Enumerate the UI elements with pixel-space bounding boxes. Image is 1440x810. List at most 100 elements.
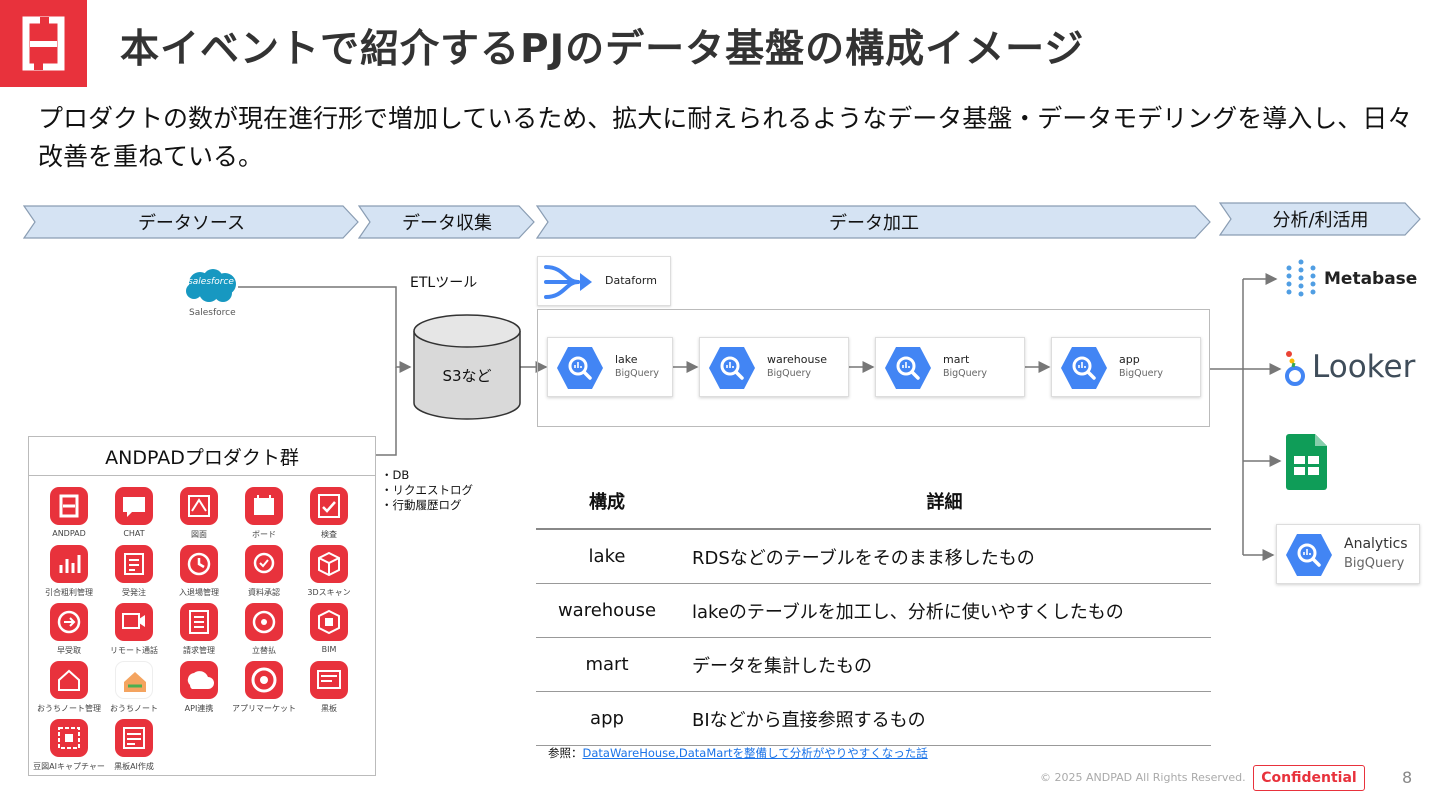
app-name: ボード [252,530,276,539]
table-row: warehouse lakeのテーブルを加工し、分析に使いやすくしたもの [536,583,1211,638]
app-name: リモート通話 [110,646,158,655]
scan-3d-icon [310,545,348,583]
looker-icon [1285,351,1305,386]
app-name: 請求管理 [183,646,215,655]
stage-data-source: データソース [23,205,360,239]
app-item: 資料承認 [232,545,296,601]
salesforce-logo-text: salesforce [188,277,234,287]
dataform-card: Dataform [537,256,671,306]
layer-name: mart [943,353,970,366]
app-name: 受発注 [122,588,146,597]
app-name: 3Dスキャン [307,588,351,597]
dataform-icon [544,265,592,299]
app-name: 引合粗利管理 [45,588,93,597]
layer-sub: BigQuery [943,368,988,379]
source-types-list: ・DB ・リクエストログ ・行動履歴ログ [381,468,473,513]
stage-label: 分析/利活用 [1272,210,1369,231]
table-header-row: 構成 詳細 [536,474,1211,530]
bim-icon [310,603,348,641]
app-name: 黒板AI作成 [114,762,154,771]
table-cell: BIなどから直接参照するもの [678,691,1211,746]
reference-line: 参照：DataWareHouse,DataMartを整備して分析がやりやすくなっ… [548,745,928,761]
approval-icon [245,545,283,583]
app-item: 早受取 [37,603,101,659]
layer-card-warehouse: warehouse BigQuery [699,337,849,397]
layer-card-app: app BigQuery [1051,337,1201,397]
dataform-label: Dataform [605,274,657,287]
remote-call-icon [115,603,153,641]
ai-blackboard-icon [115,719,153,757]
metabase-logo: Metabase [1283,258,1423,302]
page-title: 本イベントで紹介するPJのデータ基盤の構成イメージ [120,27,1085,72]
table-cell: mart [536,637,678,692]
layer-card-lake: lake BigQuery [547,337,673,397]
bigquery-icon [557,347,603,389]
app-name: ANDPAD [52,529,86,538]
app-item: 図面 [167,487,231,543]
stage-data-processing: データ加工 [536,205,1212,239]
processing-frame [537,309,1210,427]
etl-label: ETLツール [410,275,478,291]
table-cell: app [536,691,678,746]
source-type-item: ・行動履歴ログ [381,498,462,512]
profit-chart-icon [50,545,88,583]
table-row: lake RDSなどのテーブルをそのまま移したもの [536,529,1211,584]
stage-data-collection: データ収集 [358,205,536,239]
source-type-item: ・DB [381,468,410,482]
app-item: 豆図AIキャプチャー [33,719,105,775]
entry-clock-icon [180,545,218,583]
metabase-icon [1286,259,1316,297]
app-name: 図面 [191,530,207,539]
early-receive-icon [50,603,88,641]
table-header-cell: 構成 [536,474,678,530]
database-icon [413,314,521,420]
app-item: 請求管理 [167,603,231,659]
app-name: API連携 [184,704,214,713]
app-name: アプリマーケット [232,704,296,713]
app-name: 早受取 [57,646,81,655]
app-item: 立替払 [232,603,296,659]
salesforce-logo: salesforce [183,267,239,307]
google-sheets-icon [1286,434,1328,490]
table-cell: RDSなどのテーブルをそのまま移したもの [678,529,1211,584]
table-row: mart データを集計したもの [536,637,1211,692]
looker-logo: Looker [1283,349,1423,391]
app-item: BIM [297,603,361,659]
metabase-label: Metabase [1324,269,1418,289]
salesforce-label: Salesforce [189,308,236,318]
table-cell: データを集計したもの [678,637,1211,692]
table-cell: warehouse [536,583,678,638]
blackboard-icon [310,661,348,699]
table-cell: lake [536,529,678,584]
app-item: おうちノート [102,661,166,717]
table-row: app BIなどから直接参照するもの [536,691,1211,746]
app-name: CHAT [123,529,145,538]
app-item: 受発注 [102,545,166,601]
bigquery-icon [1286,534,1332,576]
confidential-badge: Confidential [1253,765,1365,791]
board-icon [245,487,283,525]
bigquery-icon [709,347,755,389]
bigquery-icon [885,347,931,389]
app-item: 引合粗利管理 [37,545,101,601]
table-cell: lakeのテーブルを加工し、分析に使いやすくしたもの [678,583,1211,638]
analytics-bigquery-card: Analytics BigQuery [1276,524,1420,584]
stage-label: データ収集 [402,213,492,234]
chat-icon [115,487,153,525]
app-name: 資料承認 [248,588,280,597]
page-subtitle: プロダクトの数が現在進行形で増加しているため、拡大に耐えられるようなデータ基盤・… [38,104,1413,171]
analytics-label: Analytics [1344,536,1408,552]
app-name: BIM [321,645,337,654]
app-name: 黒板 [321,704,337,713]
reference-link[interactable]: DataWareHouse,DataMartを整備して分析がやりやすくなった話 [582,746,928,760]
layer-sub: BigQuery [1119,368,1164,379]
app-item: CHAT [102,487,166,543]
andpad-icon [50,487,88,525]
layer-sub: BigQuery [615,368,660,379]
app-item: アプリマーケット [232,661,296,717]
app-name: 豆図AIキャプチャー [33,762,105,771]
analytics-sub: BigQuery [1344,556,1405,571]
